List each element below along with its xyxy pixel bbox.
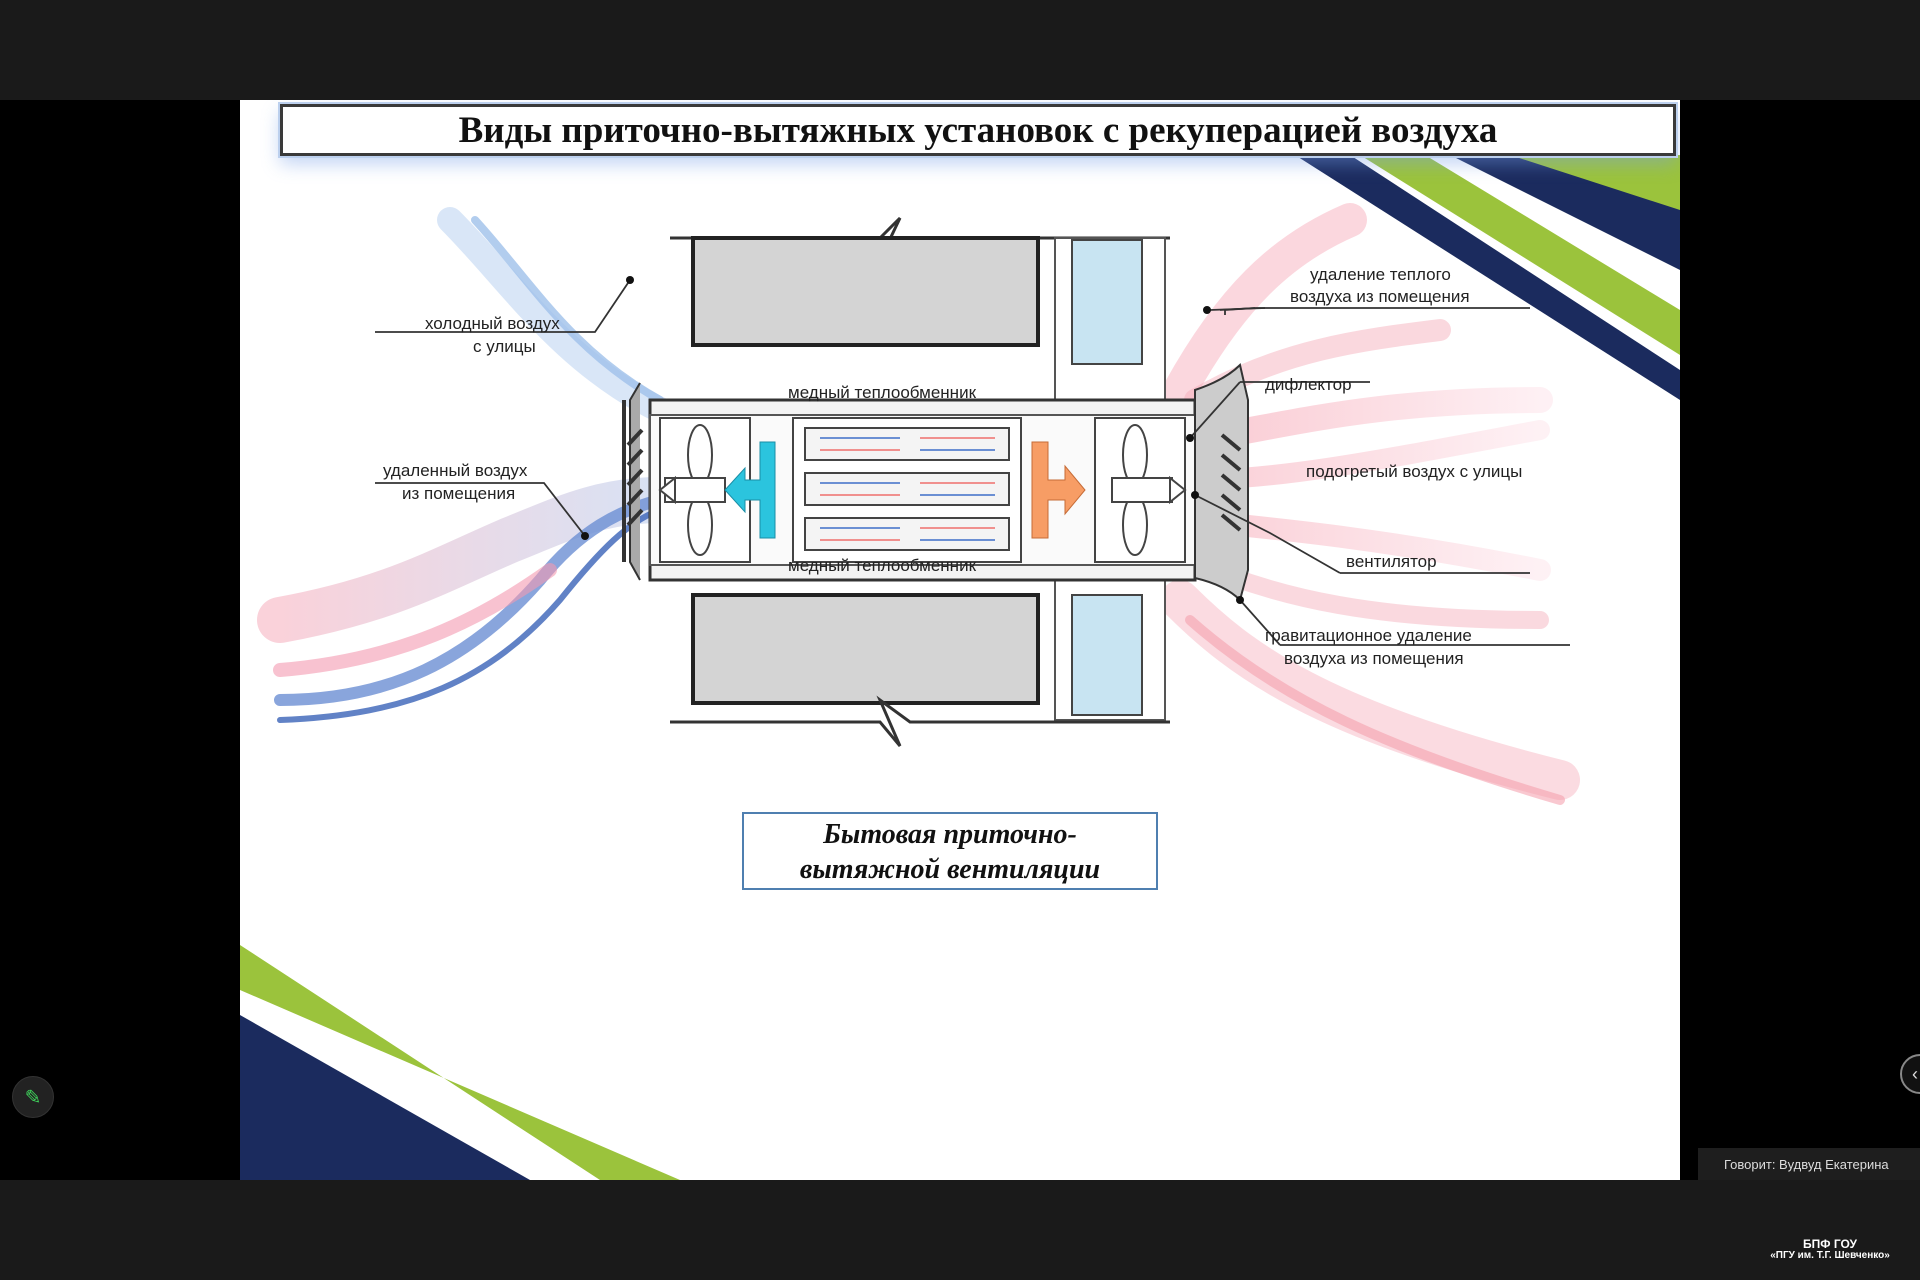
supply-air-arrow bbox=[724, 441, 776, 539]
organization-watermark: БПФ ГОУ «ПГУ им. Т.Г. Шевченко» bbox=[1740, 1238, 1920, 1262]
label-heated-air: подогретый воздух с улицы bbox=[1306, 462, 1522, 481]
presentation-slide: Виды приточно-вытяжных установок с рекуп… bbox=[240, 100, 1680, 1180]
label-warm-removal-2: воздуха из помещения bbox=[1290, 287, 1470, 306]
label-warm-removal-1: удаление теплого bbox=[1310, 265, 1451, 284]
label-deflector: дифлектор bbox=[1265, 375, 1352, 394]
chevron-left-icon: ‹ bbox=[1912, 1063, 1918, 1084]
heat-exchanger bbox=[792, 417, 1022, 563]
top-right-decoration bbox=[240, 155, 1680, 1180]
pencil-icon: ✎ bbox=[24, 1086, 42, 1109]
caption-line-2: вытяжной вентиляции bbox=[799, 854, 1101, 885]
slide-title-box: Виды приточно-вытяжных установок с рекуп… bbox=[278, 102, 1678, 158]
active-speaker-indicator: Говорит: Вудвуд Екатерина bbox=[1698, 1148, 1920, 1180]
label-gravity-2: воздуха из помещения bbox=[1284, 649, 1464, 668]
cold-air-flow bbox=[437, 207, 673, 423]
watermark-line-1: БПФ ГОУ bbox=[1803, 1237, 1857, 1251]
annotate-button[interactable]: ✎ bbox=[12, 1076, 54, 1118]
collapse-panel-button[interactable]: ‹ bbox=[1900, 1054, 1920, 1094]
wall-bottom bbox=[670, 574, 1170, 747]
label-exhaust-1: удаленный воздух bbox=[383, 461, 528, 480]
leader-dots bbox=[581, 276, 1244, 604]
label-exhaust-2: из помещения bbox=[402, 484, 515, 503]
label-gravity-1: гравитационное удаление bbox=[1265, 626, 1472, 645]
top-bar bbox=[0, 0, 1920, 100]
exhaust-air-flow bbox=[257, 477, 683, 723]
label-heat-exchanger-top: медный теплообменник bbox=[788, 383, 977, 402]
label-heat-exchanger-bottom: медный теплообменник bbox=[788, 556, 977, 575]
label-cold-air-1: холодный воздух bbox=[425, 314, 560, 333]
speaker-label: Говорит: Вудвуд Екатерина bbox=[1724, 1156, 1889, 1172]
caption-line-1: Бытовая приточно- bbox=[823, 819, 1077, 850]
bottom-left-navy-stripe bbox=[240, 1015, 530, 1180]
slide-title: Виды приточно-вытяжных установок с рекуп… bbox=[458, 109, 1498, 151]
wall-top bbox=[670, 216, 1170, 414]
diagram-caption-box: Бытовая приточно- вытяжной вентиляции bbox=[742, 812, 1158, 890]
heated-air-arrow bbox=[1031, 441, 1086, 539]
exhaust-fan-right bbox=[1094, 417, 1187, 563]
label-cold-air-2: с улицы bbox=[473, 337, 536, 356]
ventilation-diagram: холодный воздух с улицы удаленный воздух… bbox=[257, 203, 1580, 805]
label-fan: вентилятор bbox=[1346, 552, 1437, 571]
leader-lines bbox=[375, 279, 1570, 646]
bottom-bar bbox=[0, 1180, 1920, 1280]
watermark-line-2: «ПГУ им. Т.Г. Шевченко» bbox=[1770, 1250, 1890, 1261]
recuperator-unit bbox=[622, 363, 1249, 602]
